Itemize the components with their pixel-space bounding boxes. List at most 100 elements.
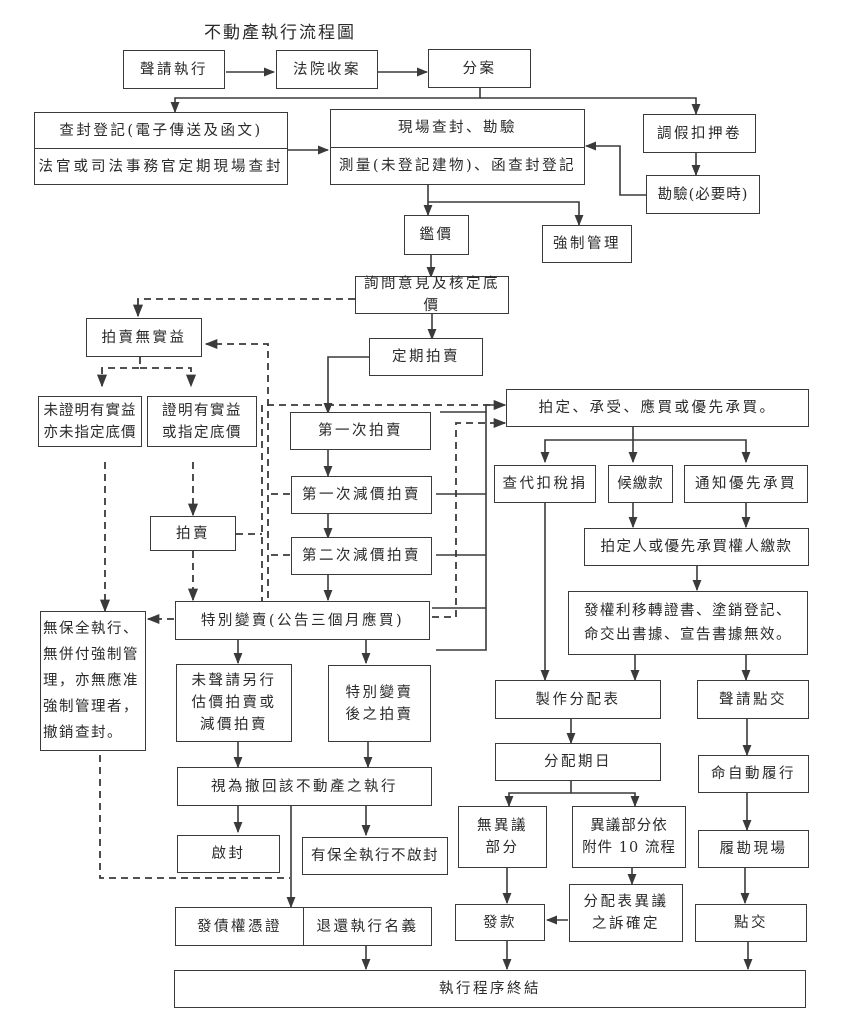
edge-dashed-return-nobenefit — [204, 338, 269, 598]
node-onsite-seal: 現場查封、勘驗 測量(未登記建物)、函查封登記 — [330, 109, 585, 185]
node-borrow-file: 調假扣押卷 — [643, 114, 756, 153]
node-label: 調假扣押卷 — [657, 125, 742, 142]
node-label: 發款 — [483, 914, 517, 931]
node-apply-delivery: 聲請點交 — [697, 680, 809, 719]
node-label: 鑑價 — [419, 227, 454, 243]
node-label: 聲請執行 — [140, 61, 208, 78]
node-onsite-seal-bottom: 測量(未登記建物)、函查封登記 — [331, 146, 584, 185]
node-revoke-seal: 無保全執行、 無併付強制管 理，亦無應准 強制管理者， 撤銷查封。 — [40, 611, 146, 751]
edge-nobenefit-split — [96, 357, 141, 388]
node-label: 製作分配表 — [535, 691, 621, 708]
edge-sold-split — [540, 425, 634, 464]
node-post-special-auction: 特別變賣 後之拍賣 — [328, 665, 431, 742]
node-special-sale: 特別變賣(公告三個月應買) — [175, 601, 430, 640]
node-label: 點交 — [734, 915, 768, 931]
edge-collector-sold — [436, 411, 487, 651]
node-not-proven: 未證明有實益 亦未指定底價 — [38, 396, 142, 447]
node-seal-registration-top: 查封登記(電子傳送及函文) — [59, 122, 263, 139]
node-seal-registration: 查封登記(電子傳送及函文) 法官或司法事務官定期現場查封 — [34, 112, 288, 185]
node-label: 聲請點交 — [719, 691, 787, 708]
node-onsite-seal-top: 現場查封、勘驗 — [398, 120, 517, 137]
node-label: 命自動履行 — [711, 766, 796, 782]
node-label: 分案 — [462, 60, 497, 77]
node-return-title: 退還執行名義 — [303, 908, 431, 945]
node-label: 證明有實益 或指定底價 — [162, 402, 242, 441]
node-label: 特別變賣 後之拍賣 — [345, 684, 414, 723]
node-label: 特別變賣(公告三個月應買) — [200, 612, 405, 629]
node-label: 異議部分依 附件 10 流程 — [582, 818, 676, 856]
edge-nobenefit-proven — [140, 367, 197, 388]
node-payout: 發款 — [455, 904, 545, 941]
node-assign-case: 分案 — [428, 49, 531, 88]
edge-dashed-special-sold — [432, 417, 507, 618]
node-label: 拍賣無實益 — [101, 329, 187, 346]
edge-periodic-first — [323, 356, 370, 415]
node-label: 無異議 部分 — [477, 818, 528, 856]
node-apply-execution: 聲請執行 — [123, 50, 225, 89]
node-unseal: 啟封 — [177, 835, 280, 873]
node-label: 第一次減價拍賣 — [302, 487, 421, 503]
edge-onsite-mgmt — [428, 201, 584, 227]
edge-assign-branch — [170, 88, 481, 114]
node-auction: 拍賣 — [150, 516, 236, 551]
node-label: 未聲請另行 估價拍賣或 減價拍賣 — [191, 673, 277, 733]
node-execution-end: 執行程序終結 — [174, 970, 806, 1008]
node-issue-return: 發債權憑證 退還執行名義 — [175, 907, 432, 946]
node-label: 視為撤回該不動產之執行 — [211, 778, 398, 795]
node-issue-transfer-cert: 發權利移轉證書、塗銷登記、 命交出書據、宣告書據無效。 — [568, 591, 808, 655]
node-await-payment: 候繳款 — [608, 465, 673, 503]
edge-assign-borrow — [480, 97, 701, 116]
edge-consult-nobenefit — [132, 298, 355, 318]
node-label: 分配表異議 之訴確定 — [583, 894, 669, 932]
node-buyer-pays: 拍定人或優先承買權人繳款 — [584, 528, 809, 566]
node-label: 有保全執行不啟封 — [311, 848, 439, 864]
node-label: 發權利移轉證書、塗銷登記、 命交出書據、宣告書據無效。 — [584, 603, 792, 643]
node-appraisal: 鑑價 — [404, 215, 469, 255]
node-label: 拍賣 — [176, 525, 210, 542]
node-preserve-no-unseal: 有保全執行不啟封 — [302, 837, 448, 875]
node-court-receive: 法院收案 — [276, 50, 378, 89]
chart-title: 不動產執行流程圖 — [204, 23, 356, 43]
node-label: 拍定、承受、應買或優先承買。 — [538, 400, 777, 416]
node-consult-reserve: 詢問意見及核定底價 — [355, 276, 509, 314]
node-no-objection: 無異議 部分 — [458, 806, 547, 868]
node-label: 第一次拍賣 — [318, 423, 403, 439]
node-label: 詢問意見及核定底價 — [364, 276, 500, 314]
node-sold: 拍定、承受、應買或優先承買。 — [506, 389, 809, 427]
node-order-self-perform: 命自動履行 — [698, 755, 809, 793]
node-make-distribution: 製作分配表 — [495, 680, 661, 719]
node-proven: 證明有實益 或指定底價 — [147, 396, 257, 447]
edge-collector-to-sold — [485, 400, 507, 412]
node-label: 第二次減價拍賣 — [302, 548, 421, 564]
node-deemed-withdrawn: 視為撤回該不動產之執行 — [177, 767, 432, 806]
node-periodic-auction: 定期拍賣 — [369, 338, 483, 376]
edge-date-objection — [571, 792, 640, 808]
node-no-reappraisal: 未聲請另行 估價拍賣或 減價拍賣 — [176, 664, 292, 742]
edge-dashed-top-sold — [261, 399, 507, 628]
node-label: 分配期日 — [544, 754, 612, 770]
node-check-tax: 查代扣稅捐 — [494, 465, 596, 503]
node-issue-certificate: 發債權憑證 — [197, 918, 282, 935]
node-label: 通知優先承買 — [695, 476, 797, 492]
node-label: 定期拍賣 — [392, 349, 460, 365]
node-label: 強制管理 — [553, 236, 621, 252]
node-first-reduced: 第一次減價拍賣 — [291, 476, 432, 514]
node-label: 拍定人或優先承買權人繳款 — [600, 539, 793, 555]
node-label: 啟封 — [211, 846, 246, 862]
node-first-auction: 第一次拍賣 — [290, 412, 431, 450]
node-notify-preemption: 通知優先承買 — [684, 465, 808, 503]
node-enforce-onsite: 履勘現場 — [698, 830, 809, 868]
node-label: 法院收案 — [293, 61, 361, 78]
edge-inspect-onsite — [584, 141, 646, 196]
node-objection-suit: 分配表異議 之訴確定 — [569, 884, 683, 942]
node-label: 執行程序終結 — [439, 981, 541, 997]
edge-date-split — [504, 780, 572, 808]
node-compulsory-management: 強制管理 — [542, 225, 632, 263]
node-label: 查代扣稅捐 — [502, 476, 588, 492]
node-objection-part: 異議部分依 附件 10 流程 — [572, 806, 686, 868]
node-seal-registration-bottom: 法官或司法事務官定期現場查封 — [35, 148, 287, 184]
node-no-benefit: 拍賣無實益 — [86, 318, 202, 357]
node-label: 無保全執行、 無併付強制管 理，亦無應准 強制管理者， 撤銷查封。 — [43, 621, 139, 741]
edge-revoke-bottom — [99, 755, 290, 879]
